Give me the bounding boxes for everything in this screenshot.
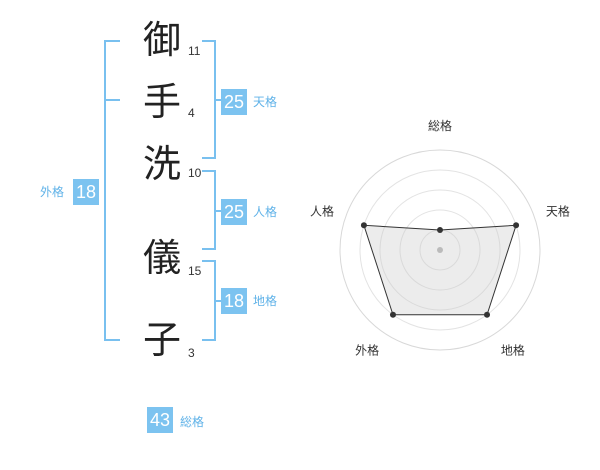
chikaku-bracket [202, 260, 216, 341]
radar-point-3 [484, 311, 491, 318]
radar-axis-label-3: 地格 [501, 342, 525, 357]
gaikaku-value-box: 18 [73, 179, 99, 205]
radar-axis-label-2: 天格 [546, 204, 570, 219]
radar-axis-label-1: 総格 [428, 118, 452, 133]
chikaku-label: 地格 [253, 294, 278, 308]
name-char-1: 御 [142, 18, 181, 62]
radar-grid-ring [359, 169, 521, 331]
name-char-5: 子 [142, 318, 181, 362]
radar-point-5 [360, 222, 367, 229]
jinkaku-connector [216, 210, 222, 212]
tenkaku-label: 天格 [253, 95, 278, 109]
gaikaku-label: 外格 [40, 185, 65, 199]
tenkaku-connector [216, 99, 222, 101]
gaikaku-bracket [104, 40, 120, 341]
soukaku-value-box: 43 [147, 407, 173, 433]
name-char-3: 洗 [142, 142, 181, 186]
name-char-4: 儀 [142, 236, 181, 280]
tenkaku-bracket [202, 40, 216, 159]
jinkaku-value-box: 25 [221, 199, 247, 225]
tenkaku-value-box: 25 [221, 89, 247, 115]
stroke-count-3: 10 [188, 166, 202, 180]
stroke-count-5: 3 [188, 346, 195, 360]
radar-axis-label-5: 人格 [310, 204, 334, 219]
radar-point-2 [513, 222, 520, 229]
stroke-count-4: 15 [188, 264, 202, 278]
radar-center-dot [437, 247, 443, 253]
chikaku-connector [216, 300, 222, 302]
radar-axis-label-4: 外格 [355, 342, 379, 357]
jinkaku-label: 人格 [253, 205, 278, 219]
jinkaku-bracket [202, 170, 216, 250]
radar-outer-ring [339, 149, 541, 351]
bracket-tick [104, 99, 120, 101]
stroke-count-1: 11 [188, 44, 201, 58]
radar-grid-ring [399, 209, 481, 291]
radar-grid-ring [379, 189, 501, 311]
radar-point-1 [437, 227, 443, 233]
stroke-count-2: 4 [188, 106, 195, 120]
name-char-2: 手 [142, 80, 181, 124]
radar-point-4 [389, 311, 396, 318]
soukaku-label: 総格 [180, 415, 205, 429]
chikaku-value-box: 18 [221, 288, 247, 314]
radar-data-area [363, 224, 517, 316]
